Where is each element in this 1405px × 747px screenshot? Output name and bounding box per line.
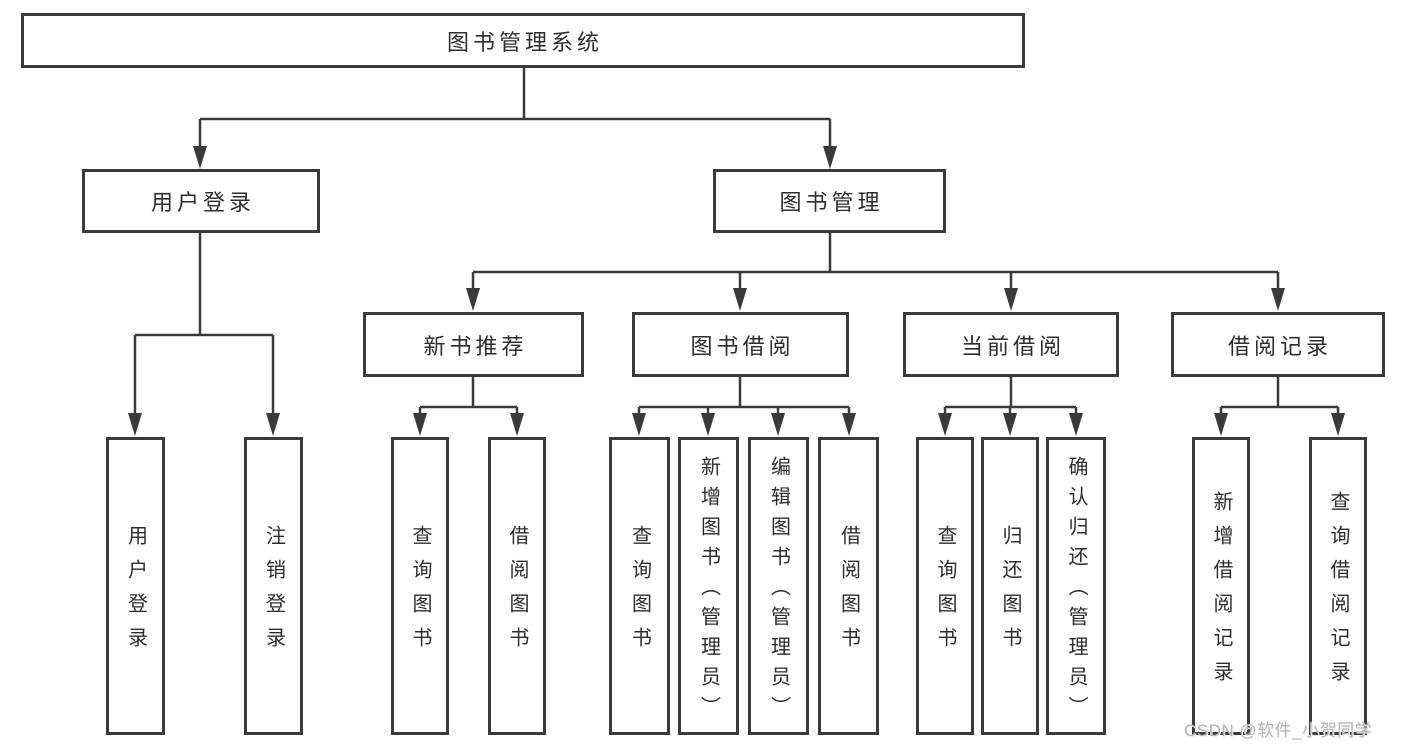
node-leaf-rec-query-books: 查询图书 — [391, 437, 449, 735]
node-leaf-bb-edit-books-admin-label: 编辑图书（管理员） — [767, 456, 790, 726]
node-leaf-user-login: 用户登录 — [106, 437, 165, 735]
node-root: 图书管理系统 — [21, 13, 1025, 68]
node-leaf-rec-borrow-books: 借阅图书 — [488, 437, 546, 735]
node-new-book-recommendation-label: 新书推荐 — [423, 333, 528, 359]
node-leaf-cb-query-books-label: 查询图书 — [934, 525, 956, 661]
node-leaf-bb-borrow-books-label: 借阅图书 — [837, 525, 860, 661]
node-leaf-cb-confirm-return-admin: 确认归还（管理员） — [1046, 437, 1106, 735]
node-borrowing-records-label: 借阅记录 — [1227, 333, 1332, 359]
node-book-borrowing-label: 图书借阅 — [690, 333, 795, 359]
node-leaf-bb-add-books-admin-label: 新增图书（管理员） — [697, 456, 720, 726]
node-leaf-bb-borrow-books: 借阅图书 — [818, 437, 879, 735]
node-root-label: 图书管理系统 — [446, 29, 603, 55]
node-leaf-bb-edit-books-admin: 编辑图书（管理员） — [748, 437, 809, 735]
node-leaf-rec-query-books-label: 查询图书 — [409, 525, 431, 661]
node-leaf-br-add-record: 新增借阅记录 — [1192, 437, 1250, 735]
node-user-login: 用户登录 — [82, 169, 320, 233]
node-leaf-bb-query-books: 查询图书 — [609, 437, 670, 735]
node-leaf-logout-label: 注销登录 — [262, 525, 285, 661]
node-leaf-br-add-record-label: 新增借阅记录 — [1210, 491, 1232, 695]
csdn-watermark: CSDN @软件_小贺同学 — [1184, 721, 1373, 740]
node-new-book-recommendation: 新书推荐 — [363, 312, 584, 377]
node-book-management-label: 图书管理 — [779, 190, 884, 215]
node-leaf-bb-query-books-label: 查询图书 — [628, 525, 651, 661]
node-current-borrowing: 当前借阅 — [903, 312, 1119, 377]
node-book-management: 图书管理 — [713, 169, 946, 233]
node-leaf-br-query-record-label: 查询借阅记录 — [1327, 491, 1349, 695]
node-leaf-cb-return-books-label: 归还图书 — [999, 525, 1021, 661]
node-leaf-bb-add-books-admin: 新增图书（管理员） — [678, 437, 739, 735]
node-leaf-cb-confirm-return-admin-label: 确认归还（管理员） — [1065, 456, 1087, 726]
node-leaf-cb-query-books: 查询图书 — [916, 437, 974, 735]
node-current-borrowing-label: 当前借阅 — [960, 333, 1065, 359]
node-borrowing-records: 借阅记录 — [1171, 312, 1385, 377]
node-leaf-cb-return-books: 归还图书 — [981, 437, 1039, 735]
node-leaf-br-query-record: 查询借阅记录 — [1309, 437, 1367, 735]
node-leaf-logout: 注销登录 — [244, 437, 303, 735]
node-user-login-label: 用户登录 — [150, 190, 255, 215]
node-book-borrowing: 图书借阅 — [632, 312, 849, 377]
node-leaf-user-login-label: 用户登录 — [124, 525, 147, 661]
node-leaf-rec-borrow-books-label: 借阅图书 — [506, 525, 528, 661]
